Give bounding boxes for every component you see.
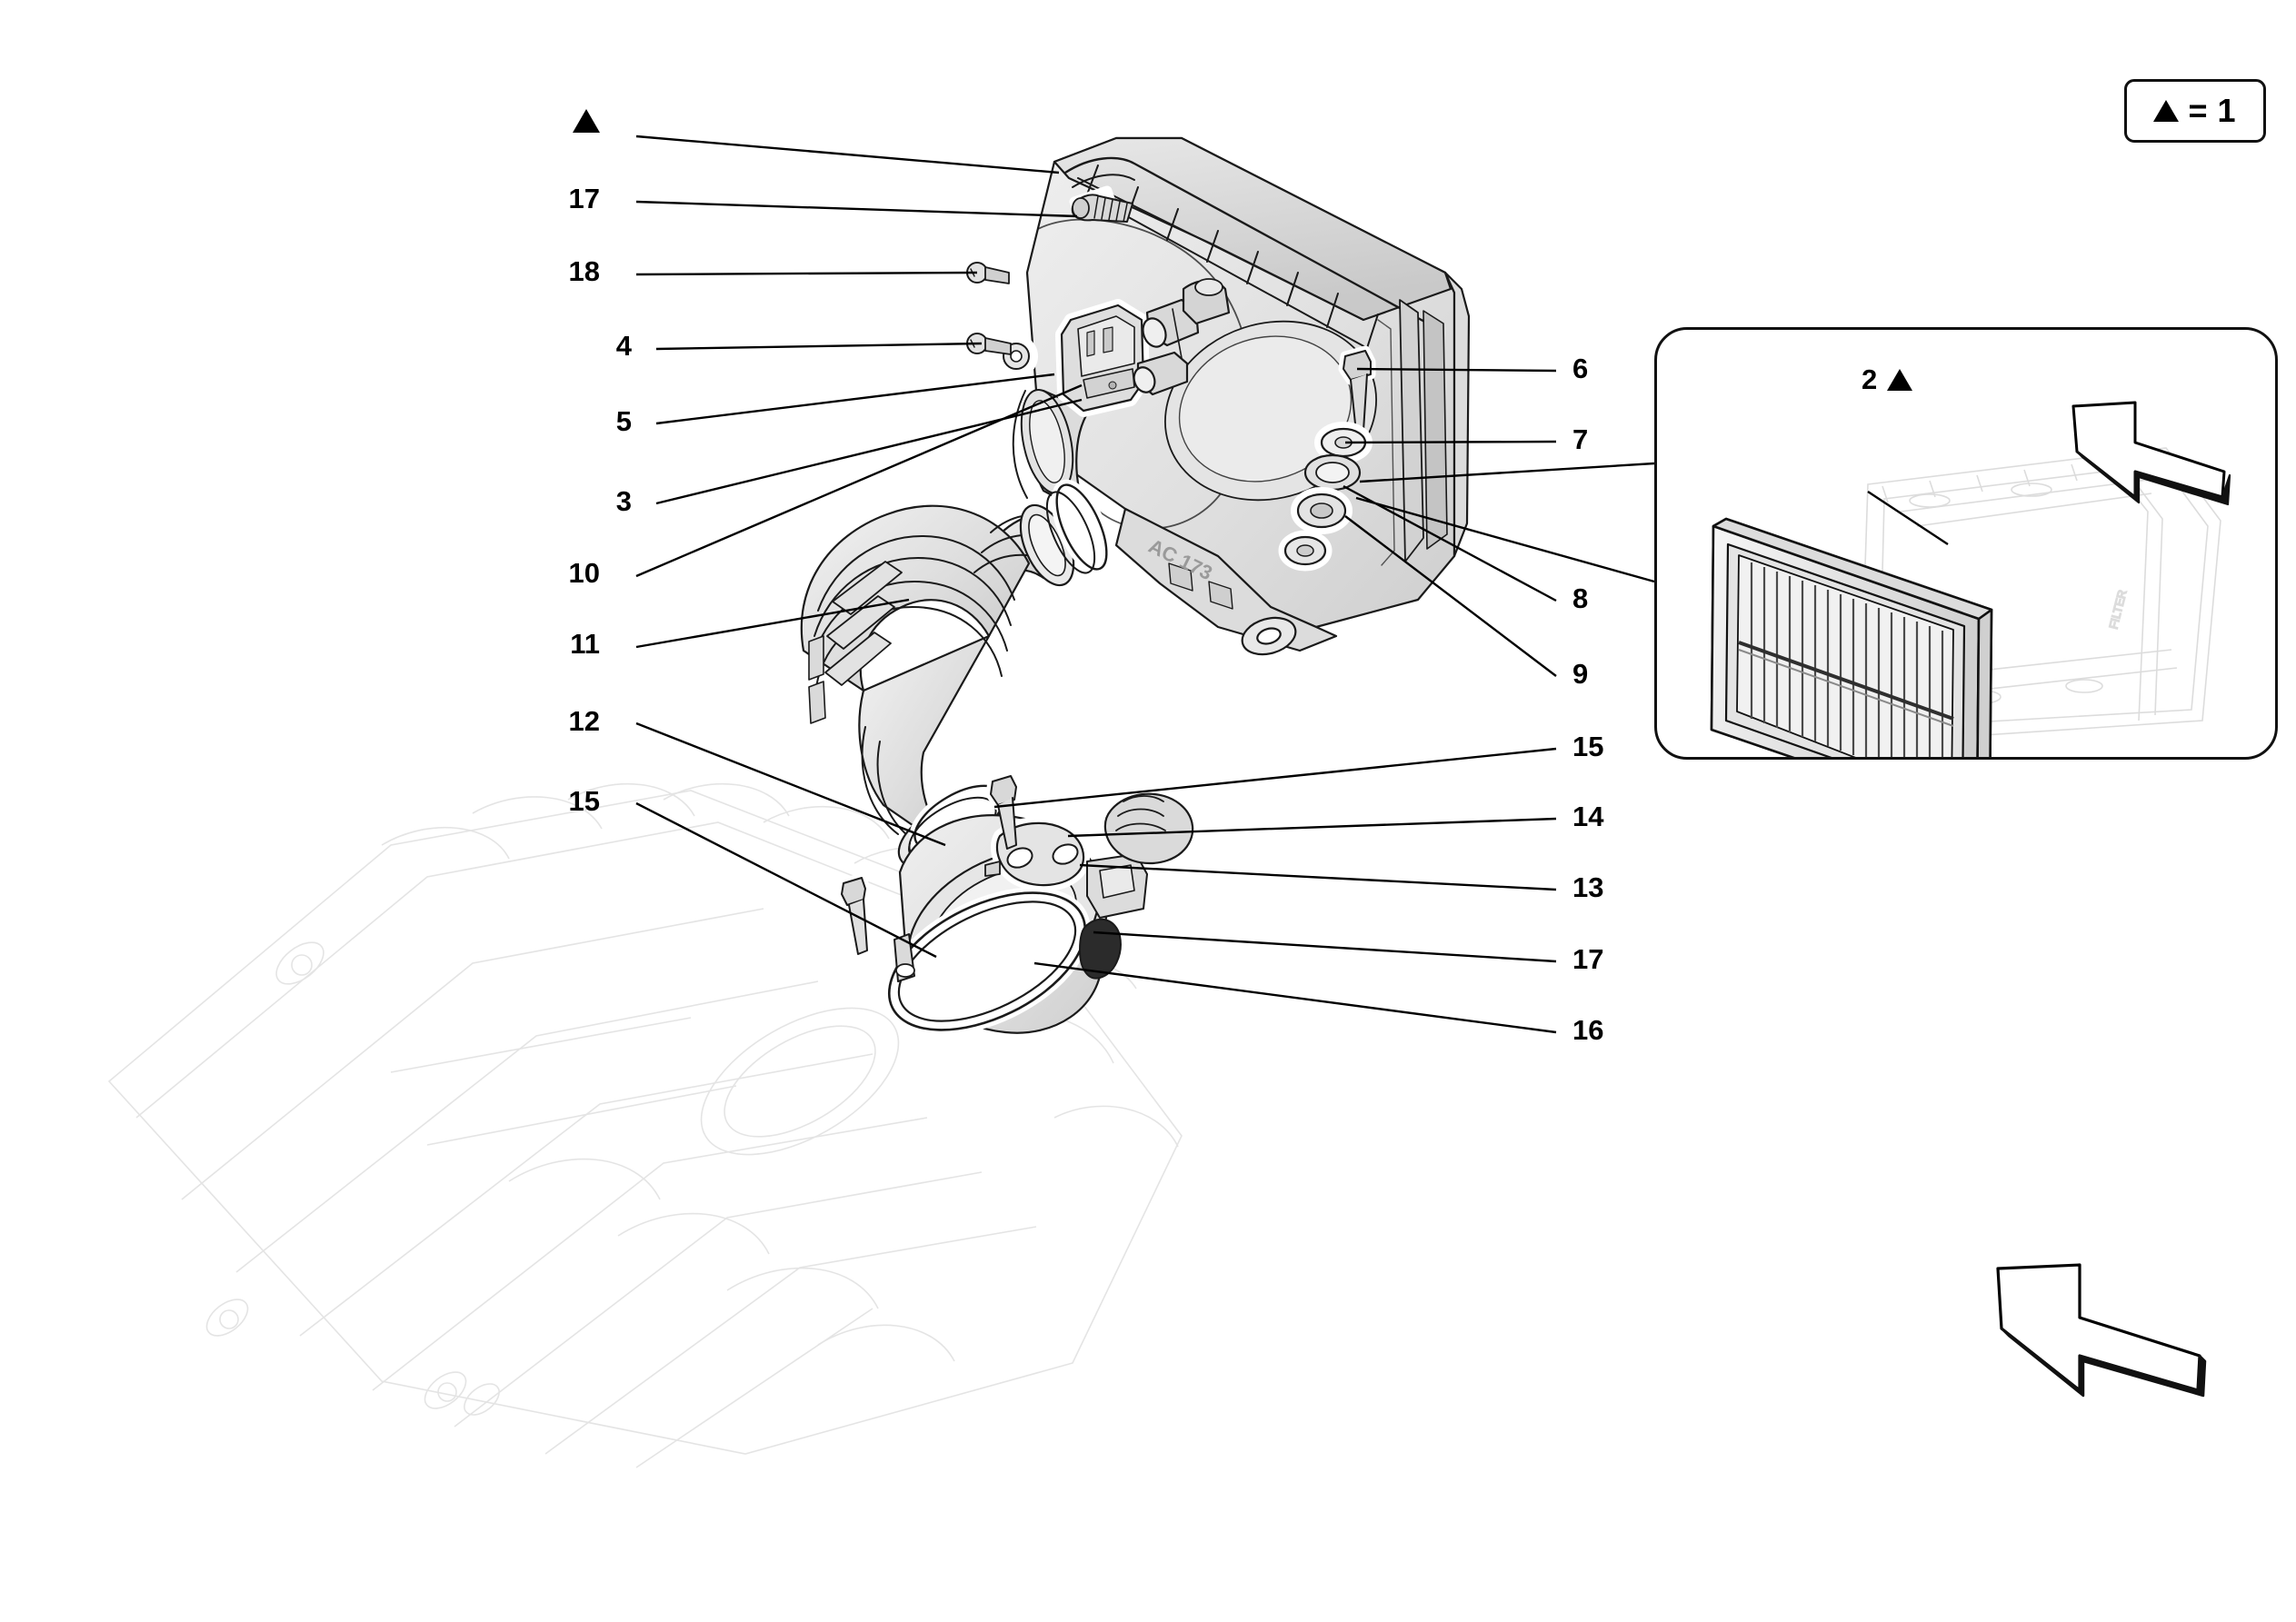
callout-label-cl-17: 17	[568, 183, 600, 214]
callout-label-cr-14: 14	[1572, 801, 1604, 832]
callout-label-cl-10: 10	[568, 557, 600, 589]
callout-label-cl-3: 3	[615, 485, 632, 517]
callout-label-cr-6: 6	[1572, 353, 1589, 384]
triangle-icon	[573, 109, 600, 133]
svg-text:FILTER: FILTER	[2106, 589, 2129, 631]
triangle-icon	[2153, 100, 2180, 122]
callout-label-cr-17: 17	[1572, 943, 1604, 975]
direction-arrow	[1996, 1263, 2207, 1398]
legend-badge: = 1	[2124, 79, 2266, 143]
triangle-icon	[1887, 369, 1913, 391]
callout-label-cl-18: 18	[568, 255, 600, 287]
callout-label-cr-13: 13	[1572, 871, 1604, 903]
legend-equals: =	[2188, 92, 2209, 129]
callout-label-cl-15-left: 15	[568, 785, 600, 817]
leader-lines	[635, 134, 1655, 1034]
callout-label-cr-15: 15	[1572, 731, 1604, 762]
callout-label-cr-9: 9	[1572, 658, 1589, 690]
legend-value: 1	[2217, 92, 2237, 129]
callout-label-cr-7: 7	[1572, 423, 1589, 455]
callout-label-cl-4: 4	[615, 330, 632, 362]
callout-label-cl-12: 12	[568, 705, 600, 737]
inset-callout-2: 2	[1862, 363, 1913, 396]
inset-artwork: FILTER	[1710, 401, 2231, 757]
callout-label-cr-16: 16	[1572, 1014, 1604, 1046]
inset-callout-number: 2	[1862, 363, 1878, 395]
callout-label-cl-11: 11	[570, 628, 600, 660]
callout-label-marker-triangle	[573, 107, 600, 135]
callout-label-cr-8: 8	[1572, 582, 1589, 614]
callout-label-cl-5: 5	[615, 405, 632, 437]
detail-inset-panel: FILTER	[1654, 327, 2278, 760]
